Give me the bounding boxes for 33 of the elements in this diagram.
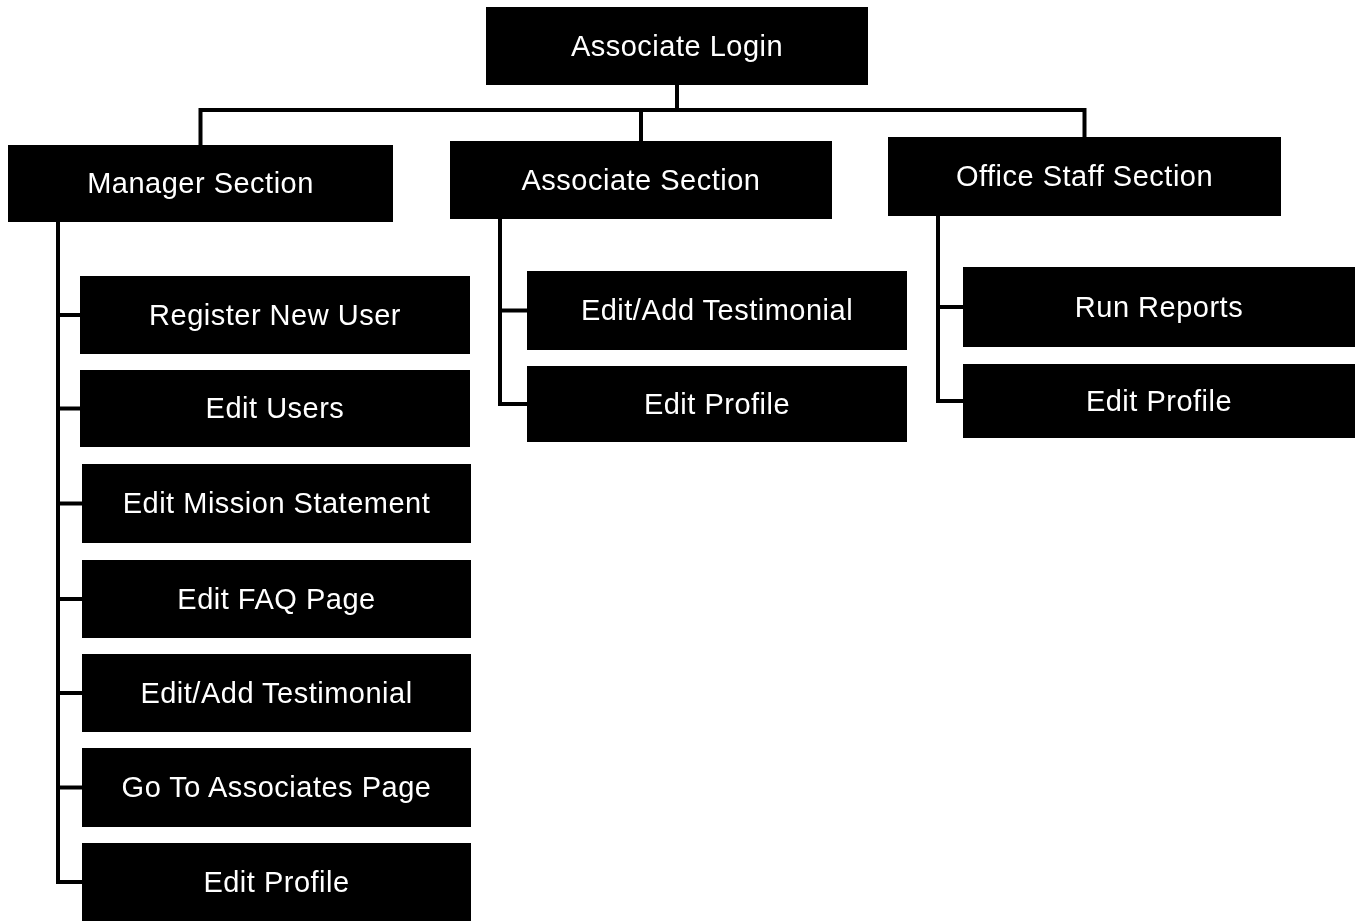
box-label: Go To Associates Page: [121, 771, 432, 804]
menu-box: [82, 654, 471, 732]
menu-box: [450, 141, 832, 219]
menu-box: [8, 145, 393, 222]
menu-box: [963, 267, 1355, 347]
connector-line: [936, 216, 963, 403]
menu-box: [82, 464, 471, 543]
menu-box: [82, 748, 471, 827]
menu-box: [82, 843, 471, 921]
box-label: Edit Mission Statement: [122, 487, 431, 520]
box-label: Edit Profile: [203, 865, 350, 899]
menu-box: [82, 560, 471, 638]
box-label: Run Reports: [1074, 290, 1244, 324]
menu-box: [527, 271, 907, 350]
menu-box: [80, 370, 470, 447]
box-label: Edit Profile: [643, 387, 791, 421]
box-label: Associate Section: [521, 163, 761, 197]
menu-box: [486, 7, 868, 85]
connector-line: [498, 219, 527, 406]
box-label: Manager Section: [87, 167, 314, 200]
box-label: Edit Users: [205, 392, 345, 425]
box-label: Edit FAQ Page: [177, 582, 376, 616]
menu-box: [888, 137, 1281, 216]
menu-box: [80, 276, 470, 354]
box-label: Edit/Add Testimonial: [140, 676, 413, 710]
box-label: Register New User: [149, 298, 401, 332]
box-label: Office Staff Section: [955, 160, 1214, 193]
menu-box: [527, 366, 907, 442]
connector-line: [675, 85, 1087, 137]
menu-box: [963, 364, 1355, 438]
box-label: Edit/Add Testimonial: [580, 294, 854, 327]
box-label: Associate Login: [570, 29, 784, 63]
box-label: Edit Profile: [1085, 384, 1233, 418]
